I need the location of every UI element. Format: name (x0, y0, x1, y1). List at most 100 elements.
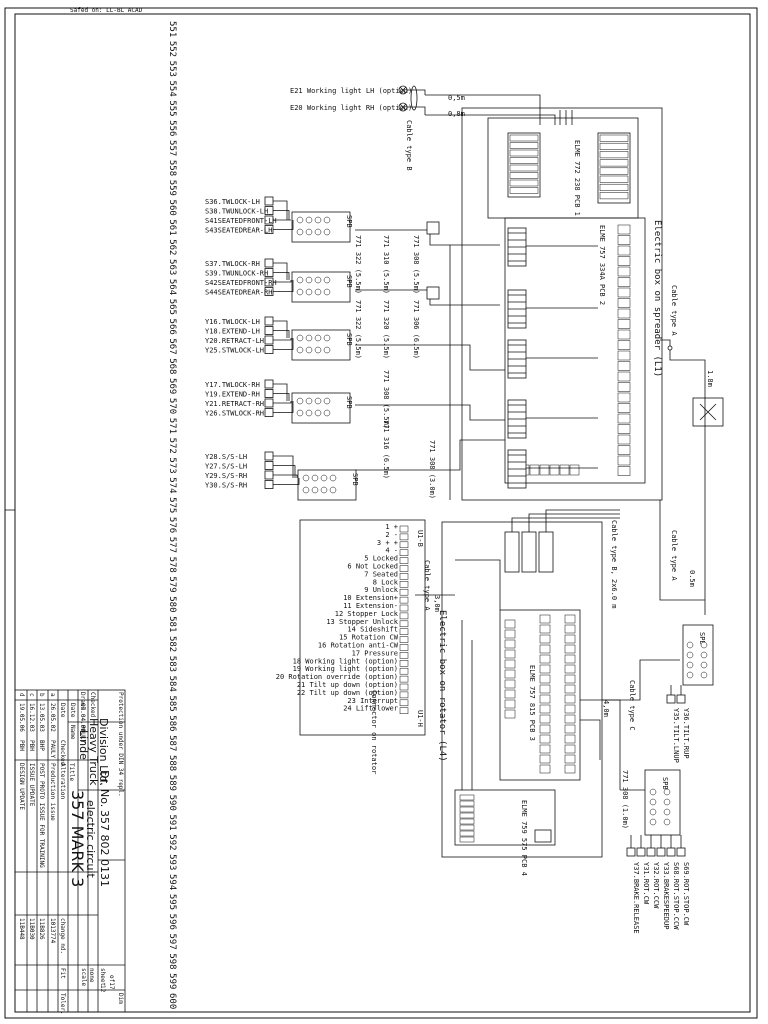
pcb3-pin (539, 644, 551, 654)
sensor-y18-extend-lh: Y18.EXTEND-LH (205, 328, 260, 336)
sensor-wire (273, 320, 288, 338)
pcb2-terminal (617, 382, 631, 392)
pcb3-pin (539, 764, 551, 774)
spb-right-upper: SPB (682, 624, 714, 686)
spb-label: SPB (351, 473, 359, 486)
wire-label: 771 322 (5.5m) (354, 235, 362, 294)
pcb1-pin (599, 183, 629, 191)
rotator-connector-label: Connector on rotator (370, 690, 378, 774)
pcb1-pin (509, 157, 539, 164)
connector-pin-12: 12 Stopper Lock (335, 610, 399, 618)
column-number-555: 555 (167, 100, 177, 116)
connector-pin-4: 4 - (385, 547, 398, 555)
spb-right-lower-pins (649, 788, 671, 826)
sensor-wire (273, 465, 296, 478)
connector-pin-box (399, 549, 409, 556)
connector-pin-21: 21 Tilt up down (option) (297, 681, 398, 689)
connector-pin-19: 19 Working light (option) (293, 665, 398, 673)
pcb2-terminal (617, 224, 631, 235)
column-number-569: 569 (167, 378, 177, 394)
spb-group4 (291, 392, 351, 424)
column-number-557: 557 (167, 140, 177, 156)
connector-pin-box (399, 588, 409, 596)
title-block-texts: d 19.05.06 PBH DESIGN UPDATE 11B448 c 16… (18, 692, 124, 1015)
column-number-554: 554 (167, 81, 177, 97)
pcb2-terminal (617, 361, 631, 371)
spreader-trunk-1 (355, 229, 500, 246)
tb-dim: Dim (117, 993, 124, 1004)
sensor-wire (273, 338, 292, 341)
connector-pin-3: 3 + + (377, 539, 398, 547)
column-number-566: 566 (167, 319, 177, 335)
spreader-box (461, 107, 663, 501)
sensor-symbol (666, 694, 676, 704)
tb-hdr-change: change nd. (59, 918, 66, 954)
pcb3-pin (539, 654, 551, 664)
sensor-wire (273, 262, 288, 280)
file-stamp: Safed on: LL-BL ACAD (70, 7, 143, 14)
pcb3-pin (504, 709, 516, 719)
connector-pin-box (399, 557, 409, 564)
pcb2-terminal (617, 298, 631, 308)
sensor-wire (273, 393, 290, 401)
spb-pin (700, 651, 708, 659)
connector-pin-18: 18 Working light (option) (293, 657, 398, 665)
tb-rev-c-desc: ISSUE UPDATE (28, 763, 35, 807)
spb-pin (302, 474, 310, 482)
connector-pin-10: 10 Extension+ (343, 594, 398, 602)
cable-type-a-right: Cable type A (670, 285, 678, 336)
sensor-symbol (264, 480, 274, 489)
spb-right-lower-label: SPB (661, 777, 669, 790)
column-number-579: 579 (167, 576, 177, 592)
sensor-wire (273, 383, 288, 401)
lamp-e20-cross (399, 103, 407, 111)
wire-label: 771 310 (5.5m) (382, 235, 390, 294)
spreader-trunk-5 (355, 439, 505, 471)
column-number-596: 596 (167, 914, 177, 930)
sensor-s37-twlock-rh: S37.TWLOCK-RH (205, 260, 260, 268)
pcb3-pin (564, 634, 576, 644)
sensor-symbol (264, 316, 274, 326)
connector-pin-13: 13 Stopper Unlock (326, 618, 398, 626)
tb-rev-c-by: PBH (28, 740, 35, 751)
sensor-wire (273, 280, 294, 292)
spb-pin (700, 671, 708, 679)
pcb3-pin (564, 724, 576, 734)
sensor-symbol (626, 847, 636, 857)
rotator-connector-footer: U1-B (416, 530, 424, 547)
tb-company-3: Division Ltd. (97, 718, 110, 786)
sensor-s38-twunlock-lh: S38.TWUNLOCK-LH (205, 208, 268, 216)
pcb1-pin (509, 134, 539, 142)
tb-rev-b-date: 13.05.03 (38, 703, 45, 732)
spb-pin (296, 346, 304, 354)
tb-company-1: Linde (77, 730, 90, 760)
spb-pin (314, 346, 322, 354)
column-number-570: 570 (167, 398, 177, 414)
sensor-y17-twlock-rh: Y17.TWLOCK-RH (205, 381, 260, 389)
spb-pin (663, 808, 671, 816)
sensor-wire (273, 220, 294, 230)
tb-scale: none (88, 968, 95, 983)
pcb3-pin (504, 639, 516, 649)
connector-pin-box (399, 573, 409, 580)
sensor-wire (273, 478, 300, 485)
connector-pin-6: 6 Not Locked (347, 563, 398, 571)
spb-pin (305, 288, 313, 296)
column-number-562: 562 (167, 239, 177, 255)
pcb4-pin (459, 812, 475, 819)
sensor-wire (273, 200, 288, 220)
cable-a-junction (667, 345, 673, 351)
rotator-connector-box (299, 519, 426, 736)
tb-rev-a-desc: Production issue (49, 763, 56, 821)
spb-pin (296, 409, 304, 417)
pcb2-terminal (617, 466, 631, 476)
connector-pin-box (399, 675, 409, 683)
column-number-572: 572 (167, 438, 177, 454)
sensor-group-rotation: S69.ROT.STOP.CWS68.ROT.STOP.CCWY33.BRAKE… (626, 835, 690, 934)
sensor-y37-brake-release: Y37.BRAKE.RELEASE (632, 862, 640, 934)
spb-pin (296, 276, 304, 284)
pcb2-terminal (617, 455, 631, 466)
column-number-560: 560 (167, 200, 177, 216)
spb-pin (663, 788, 671, 796)
sensor-symbol (666, 847, 676, 857)
